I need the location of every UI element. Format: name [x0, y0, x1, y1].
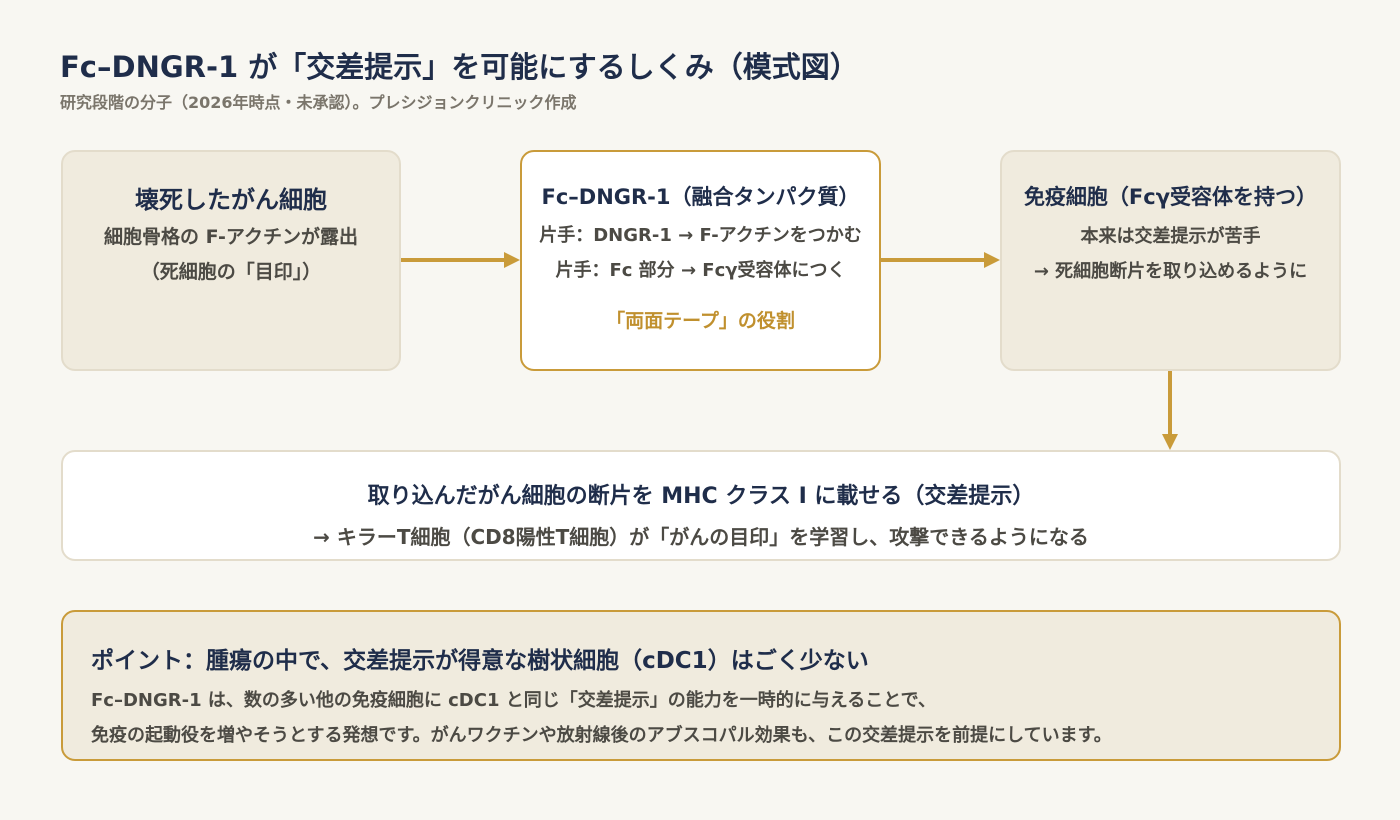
node-title: 免疫細胞（Fcγ受容体を持つ） — [1023, 185, 1318, 209]
arrow-fusion-to-immune-cell — [881, 252, 1000, 268]
node-immune-cell: 免疫細胞（Fcγ受容体を持つ） 本来は交差提示が苦手 → 死細胞断片を取り込める… — [1000, 150, 1341, 371]
node-text: 本来は交差提示が苦手 — [1080, 226, 1261, 247]
point-callout: ポイント：腫瘍の中で、交差提示が得意な樹状細胞（cDC1）はごく少ない Fc–D… — [61, 610, 1341, 761]
node-title: 取り込んだがん細胞の断片を MHC クラス I に載せる（交差提示） — [367, 484, 1035, 509]
node-title: Fc–DNGR-1（融合タンパク質） — [541, 185, 860, 209]
node-fusion-protein: Fc–DNGR-1（融合タンパク質） 片手：DNGR-1 → F-アクチンをつか… — [520, 150, 881, 371]
point-text: 免疫の起動役を増やそうとする発想です。がんワクチンや放射線後のアブスコパル効果も… — [91, 725, 1112, 746]
node-dead-cancer-cell: 壊死したがん細胞 細胞骨格の F-アクチンが露出 （死細胞の「目印」） — [61, 150, 401, 371]
node-accent-text: 「両面テープ」の役割 — [606, 310, 795, 332]
point-text: Fc–DNGR-1 は、数の多い他の免疫細胞に cDC1 と同じ「交差提示」の能… — [91, 690, 936, 711]
node-text: → キラーT細胞（CD8陽性T細胞）が「がんの目印」を学習し、攻撃できるようにな… — [313, 525, 1089, 549]
node-text: 片手：DNGR-1 → F-アクチンをつかむ — [539, 225, 862, 246]
node-text: 細胞骨格の F-アクチンが露出 — [104, 226, 358, 248]
node-cross-presentation: 取り込んだがん細胞の断片を MHC クラス I に載せる（交差提示） → キラー… — [61, 450, 1341, 561]
node-title: 壊死したがん細胞 — [135, 186, 327, 214]
node-text: → 死細胞断片を取り込めるように — [1033, 261, 1308, 282]
page-subtitle: 研究段階の分子（2026年時点・未承認）。プレシジョンクリニック作成 — [60, 93, 577, 112]
node-text: 片手：Fc 部分 → Fcγ受容体につく — [555, 260, 846, 281]
arrow-immune-cell-to-cross-presentation — [1162, 371, 1178, 450]
node-text: （死細胞の「目印」） — [140, 261, 322, 283]
point-title: ポイント：腫瘍の中で、交差提示が得意な樹状細胞（cDC1）はごく少ない — [91, 648, 869, 674]
arrow-dead-cell-to-fusion — [401, 252, 520, 268]
page-title: Fc–DNGR-1 が「交差提示」を可能にするしくみ（模式図） — [60, 50, 859, 84]
